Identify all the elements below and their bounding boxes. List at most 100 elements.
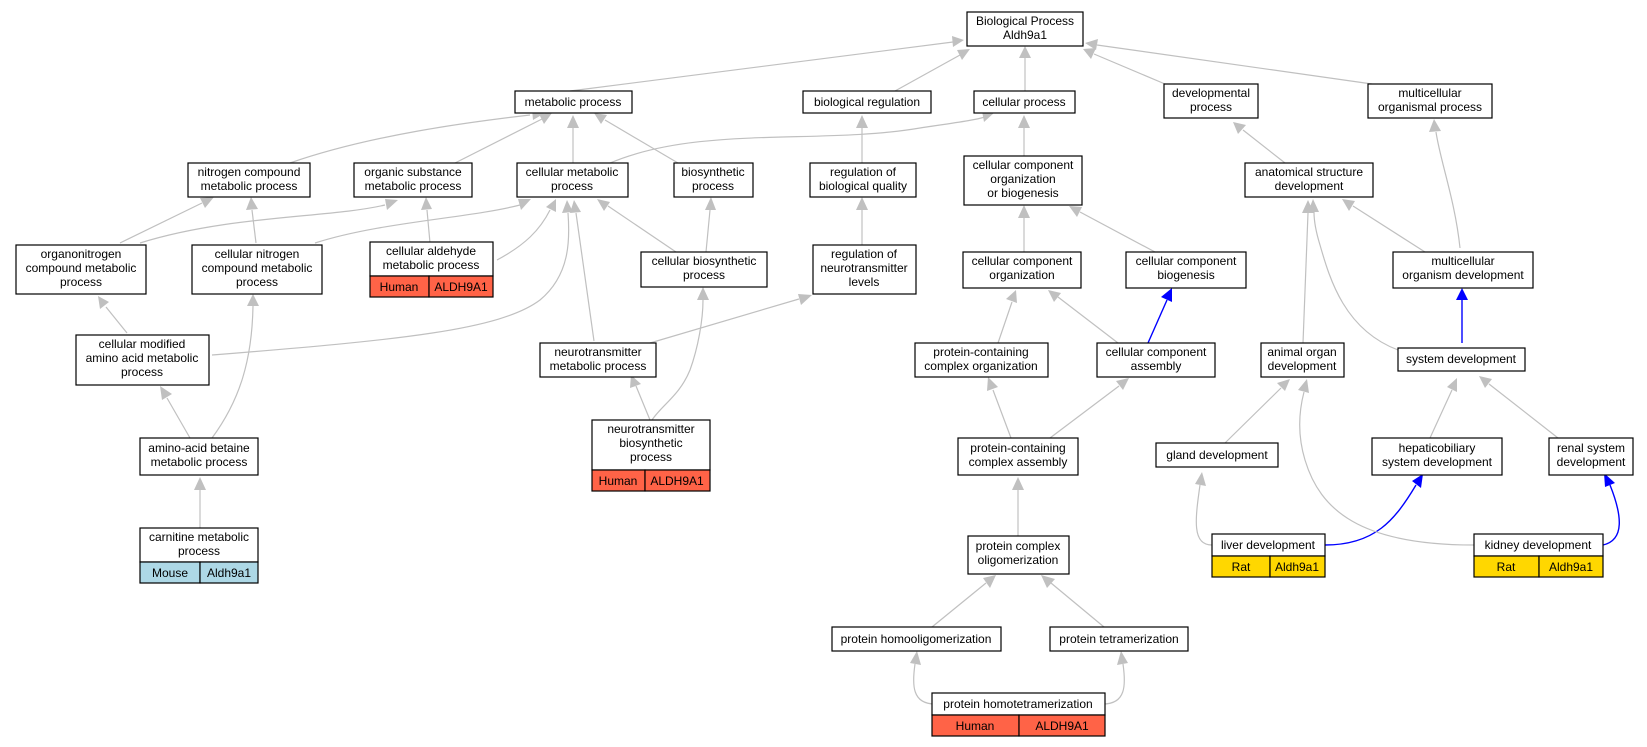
node-metabolic-process[interactable]: metabolic process <box>514 90 633 114</box>
arrowhead <box>1083 48 1096 59</box>
edge-metabolic-root <box>569 41 954 92</box>
arrowhead <box>982 111 995 122</box>
arrowhead <box>697 287 709 300</box>
edge-biosynth-metabolic <box>604 119 679 164</box>
node-label: biological regulation <box>814 95 920 109</box>
node-label: protein tetramerization <box>1059 632 1178 646</box>
node-protein-containing-complex-assembly[interactable]: protein-containing complex assembly <box>957 437 1079 476</box>
node-system-development[interactable]: system development <box>1397 347 1526 372</box>
node-label: organization <box>989 268 1054 282</box>
arrowhead <box>910 651 921 665</box>
annotation-row: Rat Aldh9a1 <box>1211 555 1326 578</box>
node-label: metabolic process <box>525 95 622 109</box>
gene-label: Aldh9a1 <box>207 566 251 580</box>
arrowhead <box>570 200 581 213</box>
node-label: carnitine metabolic <box>149 530 249 544</box>
edge-sysdev-anatomical <box>1313 211 1399 351</box>
node-label: amino acid metabolic <box>86 351 199 365</box>
node-amino-acid-betaine-metabolic-process[interactable]: amino-acid betaine metabolic process <box>139 437 259 476</box>
node-cellular-aldehyde-metabolic-process[interactable]: cellular aldehyde metabolic process Huma… <box>369 241 494 298</box>
node-liver-development[interactable]: liver development Rat Aldh9a1 <box>1211 533 1326 578</box>
node-label: organism development <box>1402 268 1524 282</box>
node-protein-homotetramerization[interactable]: protein homotetramerization Human ALDH9A… <box>931 692 1106 737</box>
node-kidney-development[interactable]: kidney development Rat Aldh9a1 <box>1473 533 1604 578</box>
node-label: multicellular <box>1398 86 1461 100</box>
node-label: levels <box>849 275 880 289</box>
node-label: protein-containing <box>970 441 1065 455</box>
species-label: Rat <box>1232 560 1251 574</box>
node-label: oligomerization <box>978 553 1059 567</box>
node-multicellular-organism-development[interactable]: multicellular organism development <box>1392 251 1534 289</box>
arrowhead <box>987 377 998 391</box>
node-protein-complex-oligomerization[interactable]: protein complex oligomerization <box>967 535 1070 575</box>
node-multicellular-organismal-process[interactable]: multicellular organismal process <box>1367 83 1493 119</box>
arrowhead <box>1019 46 1031 58</box>
node-regulation-of-biological-quality[interactable]: regulation of biological quality <box>809 162 917 198</box>
node-biological-process[interactable]: Biological Process Aldh9a1 <box>966 11 1084 47</box>
arrowhead <box>1117 651 1128 665</box>
edge-pcassembly-pccorg <box>992 389 1012 439</box>
arrowhead <box>1116 378 1129 390</box>
node-protein-homooligomerization[interactable]: protein homooligomerization <box>831 626 1002 652</box>
node-protein-tetramerization[interactable]: protein tetramerization <box>1049 626 1189 652</box>
node-cellular-process[interactable]: cellular process <box>973 90 1076 114</box>
node-cellular-metabolic-process[interactable]: cellular metabolic process <box>516 162 629 198</box>
node-cellular-component-organization-or-biogenesis[interactable]: cellular component organization or bioge… <box>963 155 1083 206</box>
arrowhead <box>983 575 996 588</box>
node-hepaticobiliary-system-development[interactable]: hepaticobiliary system development <box>1371 437 1503 476</box>
node-regulation-of-neurotransmitter-levels[interactable]: regulation of neurotransmitter levels <box>812 244 917 295</box>
node-cellular-component-assembly[interactable]: cellular component assembly <box>1096 342 1216 378</box>
node-renal-system-development[interactable]: renal system development <box>1548 437 1634 476</box>
edge-liver-hepato <box>1324 484 1417 546</box>
node-organonitrogen-compound-metabolic-process[interactable]: organonitrogen compound metabolic proces… <box>15 244 147 295</box>
node-label: Biological Process <box>976 14 1074 28</box>
node-cellular-biosynthetic-process[interactable]: cellular biosynthetic process <box>640 251 768 288</box>
arrowhead <box>1233 122 1246 134</box>
node-cellular-nitrogen-compound-metabolic-process[interactable]: cellular nitrogen compound metabolic pro… <box>191 244 323 295</box>
edge-nitrogen-metabolic <box>289 114 531 164</box>
node-developmental-process[interactable]: developmental process <box>1163 83 1259 119</box>
node-label: or biogenesis <box>987 186 1058 200</box>
node-label: protein complex <box>976 539 1061 553</box>
arrowhead <box>1012 477 1024 490</box>
node-protein-containing-complex-organization[interactable]: protein-containing complex organization <box>914 342 1049 378</box>
arrowhead <box>1308 199 1319 212</box>
annotation-row: Mouse Aldh9a1 <box>139 561 259 584</box>
node-neurotransmitter-metabolic-process[interactable]: neurotransmitter metabolic process <box>539 342 657 378</box>
arrowhead <box>200 197 214 208</box>
node-label: regulation of <box>830 165 897 179</box>
arrowhead <box>385 199 398 210</box>
node-carnitine-metabolic-process[interactable]: carnitine metabolic process Mouse Aldh9a… <box>139 527 259 584</box>
node-label: development <box>1268 359 1337 373</box>
edges <box>98 36 1620 705</box>
node-anatomical-structure-development[interactable]: anatomical structure development <box>1244 162 1374 198</box>
node-biological-regulation[interactable]: biological regulation <box>802 90 932 114</box>
node-gland-development[interactable]: gland development <box>1155 442 1279 468</box>
node-label: cellular metabolic <box>526 165 619 179</box>
node-cellular-component-organization[interactable]: cellular component organization <box>962 251 1082 289</box>
arrowhead <box>1429 119 1441 132</box>
node-label: cellular component <box>972 254 1073 268</box>
edge-homotetramer-homooligo <box>913 663 936 705</box>
node-biosynthetic-process[interactable]: biosynthetic process <box>673 162 754 198</box>
species-label: Mouse <box>152 566 188 580</box>
arrowhead <box>567 115 579 128</box>
node-organic-substance-metabolic-process[interactable]: organic substance metabolic process <box>353 162 473 198</box>
node-cellular-component-biogenesis[interactable]: cellular component biogenesis <box>1125 251 1247 289</box>
edge-bioreg-root <box>894 54 961 92</box>
arrowhead <box>1195 472 1206 486</box>
node-label: metabolic process <box>151 455 248 469</box>
node-label: Aldh9a1 <box>1003 28 1047 42</box>
node-label: development <box>1275 179 1344 193</box>
edge-aldehyde-cellmetab <box>496 209 551 261</box>
node-neurotransmitter-biosynthetic-process[interactable]: neurotransmitter biosynthetic process Hu… <box>591 419 711 492</box>
node-cellular-modified-amino-acid-metabolic-process[interactable]: cellular modified amino acid metabolic p… <box>75 334 210 386</box>
node-label: animal organ <box>1267 345 1336 359</box>
edge-kidney-animalorgan <box>1299 391 1475 546</box>
arrowhead <box>1041 575 1055 588</box>
node-animal-organ-development[interactable]: animal organ development <box>1260 342 1345 378</box>
arrowhead <box>421 197 432 210</box>
node-label: process <box>683 268 725 282</box>
node-nitrogen-compound-metabolic-process[interactable]: nitrogen compound metabolic process <box>187 162 311 198</box>
node-label: cellular component <box>1136 254 1237 268</box>
